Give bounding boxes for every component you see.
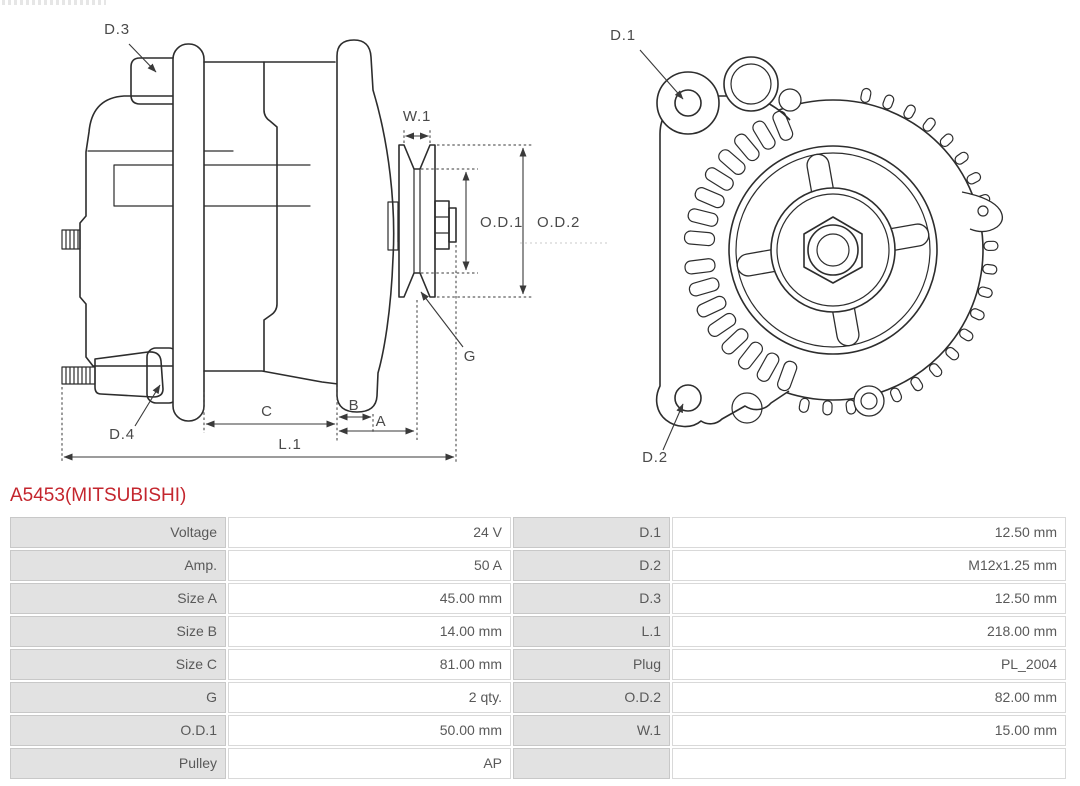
dim-label-g: G <box>464 348 476 365</box>
spec-value-cell: 82.00 mm <box>672 682 1066 713</box>
dim-label-c: C <box>261 403 273 420</box>
side-view-drawing: W.1 O.D.1 O.D.2 G C B A L.1 D.3 <box>61 21 607 463</box>
spec-label-cell <box>513 748 670 779</box>
spec-label-cell: Voltage <box>10 517 226 548</box>
dim-label-b: B <box>349 397 360 414</box>
spec-value-cell: 15.00 mm <box>672 715 1066 746</box>
spec-value-cell: 12.50 mm <box>672 583 1066 614</box>
spec-value-cell: 12.50 mm <box>672 517 1066 548</box>
bottom-boss <box>853 385 885 417</box>
front-leg <box>336 39 395 413</box>
spec-value-cell: 24 V <box>228 517 511 548</box>
spec-value-cell: AP <box>228 748 511 779</box>
dim-label-d4: D.4 <box>109 426 135 443</box>
dim-label-od2: O.D.2 <box>537 214 580 231</box>
spec-label-cell: O.D.2 <box>513 682 670 713</box>
technical-drawings: W.1 O.D.1 O.D.2 G C B A L.1 D.3 <box>61 21 1004 466</box>
spec-value-cell: 218.00 mm <box>672 616 1066 647</box>
spec-value-cell: PL_2004 <box>672 649 1066 680</box>
terminal-stud-top <box>61 229 81 250</box>
right-ear <box>961 191 1004 233</box>
vent-slots <box>683 110 798 392</box>
spec-label-cell: G <box>10 682 226 713</box>
spec-label-cell: D.3 <box>513 583 670 614</box>
dim-label-d3: D.3 <box>104 21 130 38</box>
spec-value-cell: 50.00 mm <box>228 715 511 746</box>
pulley <box>398 144 457 298</box>
rear-housing-outline <box>79 95 177 367</box>
spec-value-cell: 81.00 mm <box>228 649 511 680</box>
spec-value-cell: 2 qty. <box>228 682 511 713</box>
spec-value-cell: 45.00 mm <box>228 583 511 614</box>
spec-label-cell: D.1 <box>513 517 670 548</box>
spec-table: Voltage 24 V D.1 12.50 mm Amp. 50 A D.2 … <box>10 517 1066 779</box>
dim-label-l1: L.1 <box>278 436 301 453</box>
spec-value-cell: 14.00 mm <box>228 616 511 647</box>
spec-label-cell: Size A <box>10 583 226 614</box>
product-title: A5453(MITSUBISHI) <box>10 485 187 506</box>
dim-label-d2: D.2 <box>642 449 668 466</box>
partial-logo-strip <box>2 0 106 5</box>
spec-label-cell: Plug <box>513 649 670 680</box>
dim-label-d1: D.1 <box>610 27 636 44</box>
spec-label-cell: O.D.1 <box>10 715 226 746</box>
front-view-drawing: D.1 D.2 <box>610 27 1004 466</box>
spec-value-cell: 50 A <box>228 550 511 581</box>
dim-label-od1: O.D.1 <box>480 214 523 231</box>
spec-label-cell: Size B <box>10 616 226 647</box>
spec-label-cell: Amp. <box>10 550 226 581</box>
rear-leg <box>172 43 205 422</box>
spec-label-cell: Size C <box>10 649 226 680</box>
spec-value-cell <box>672 748 1066 779</box>
dim-label-a: A <box>376 413 387 430</box>
spec-value-cell: M12x1.25 mm <box>672 550 1066 581</box>
terminal-stud-bottom <box>61 351 164 398</box>
spec-label-cell: W.1 <box>513 715 670 746</box>
mounting-ear <box>130 57 174 105</box>
mounting-hole-d2 <box>674 384 702 412</box>
spec-label-cell: Pulley <box>10 748 226 779</box>
spec-label-cell: D.2 <box>513 550 670 581</box>
dim-label-w1: W.1 <box>403 108 431 125</box>
spec-label-cell: L.1 <box>513 616 670 647</box>
